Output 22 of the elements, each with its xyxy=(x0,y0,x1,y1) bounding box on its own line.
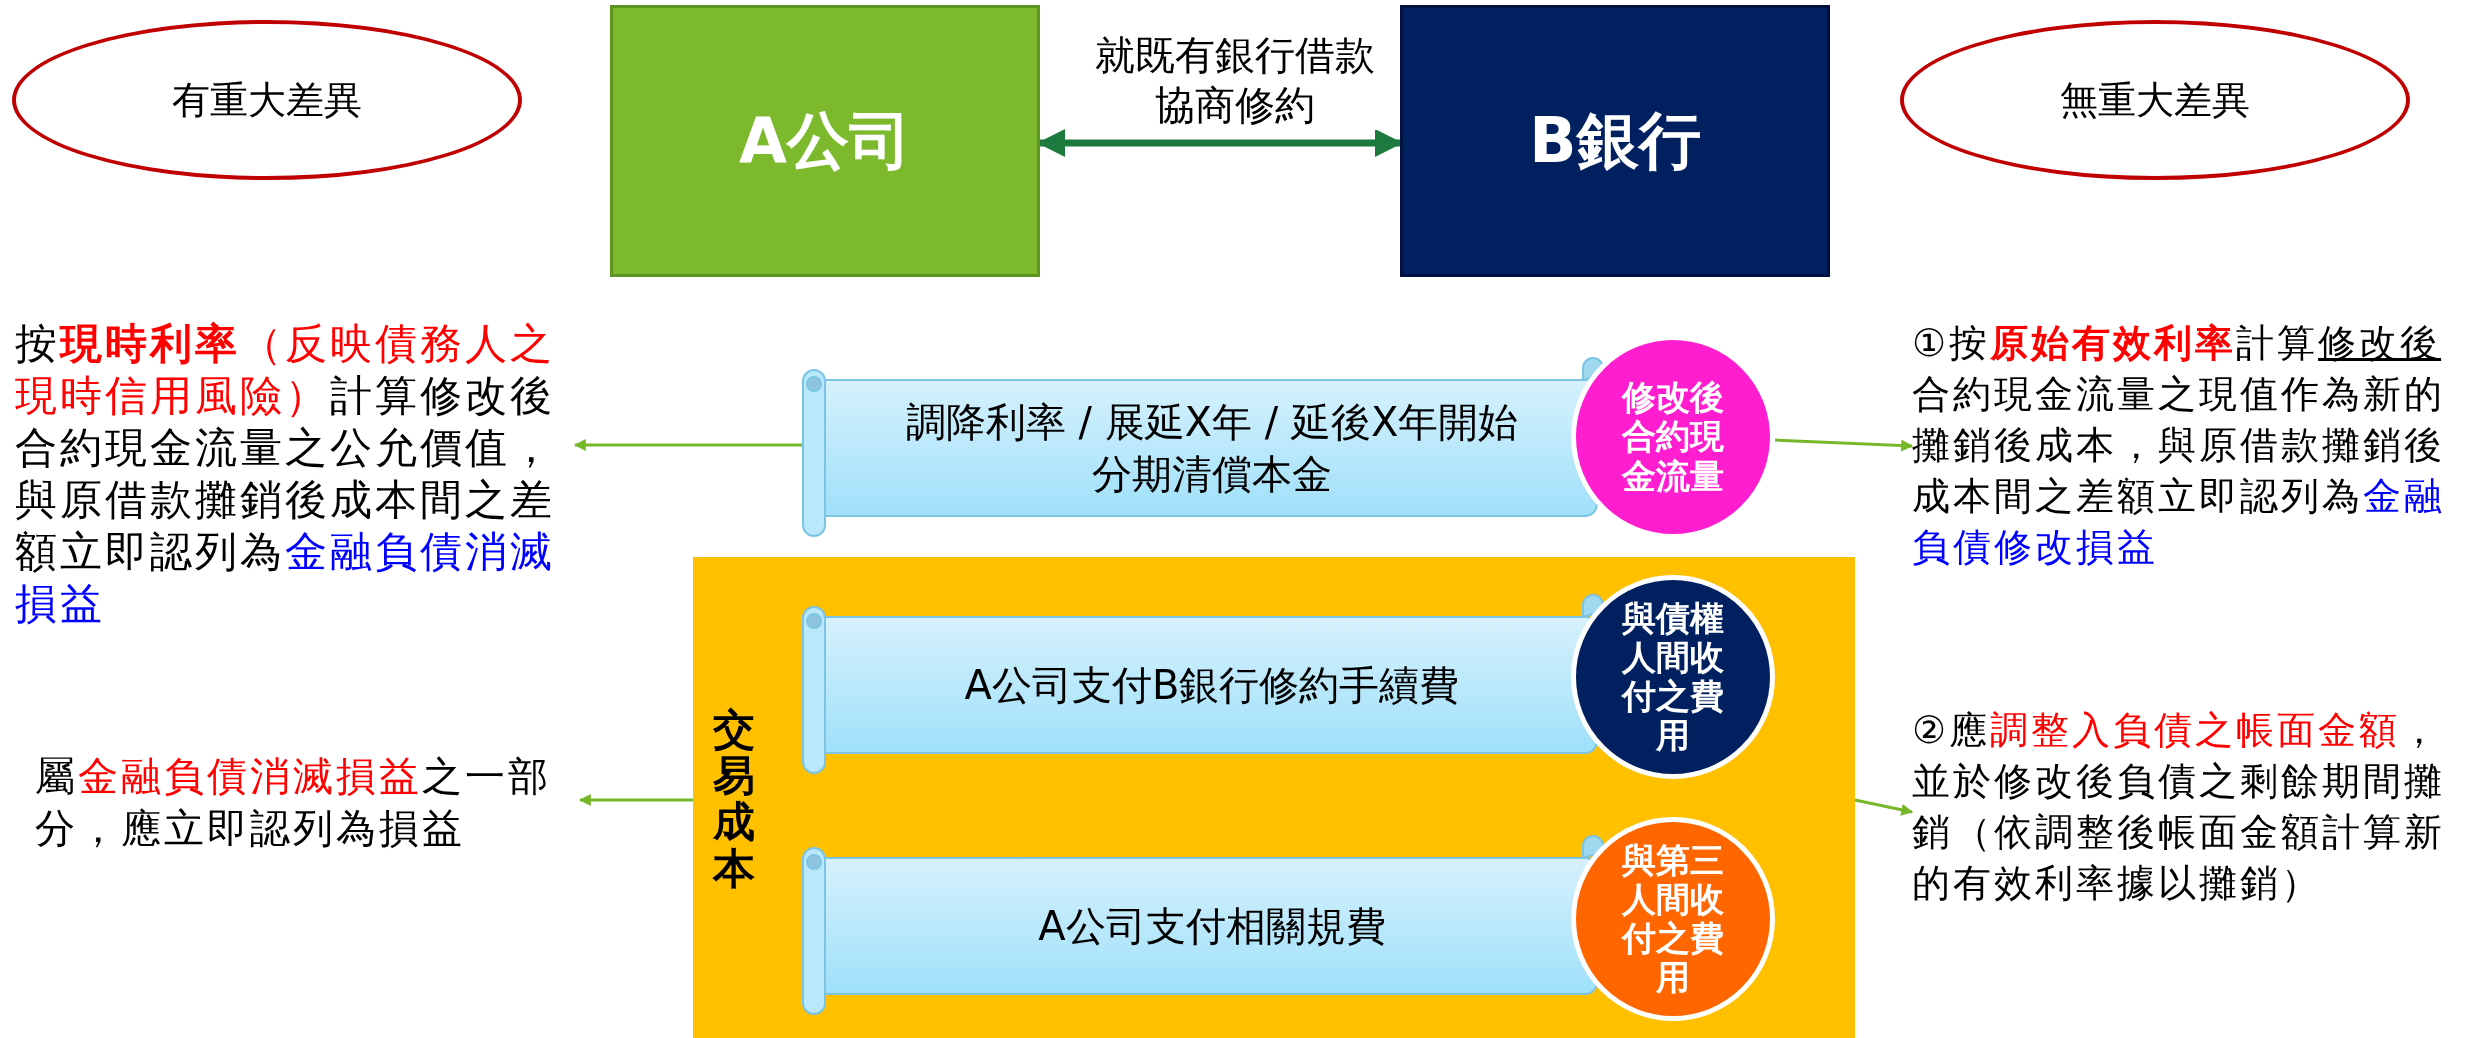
arrow xyxy=(578,794,693,806)
explanation-text: ①按原始有效利率計算修改後合約現金流量之現值作為新的攤銷後成本，與原借款攤銷後成本間之差額立即認列為金融負債修改損益 xyxy=(1912,320,2446,571)
scroll-text: 調降利率 / 展延X年 / 延後X年開始分期清償本金 xyxy=(904,398,1520,499)
transaction-cost-panel xyxy=(693,557,1855,1038)
arrow xyxy=(1774,438,1914,452)
panel-heading: 交易成本 xyxy=(713,707,755,892)
arrow xyxy=(573,439,803,451)
party-label: A公司 xyxy=(739,103,911,179)
scroll-text: A公司支付相關規費 xyxy=(1037,902,1387,951)
party-box xyxy=(1400,5,1830,277)
scroll-text: A公司支付B銀行修約手續費 xyxy=(963,661,1461,710)
ellipse-label: 有重大差異 xyxy=(172,76,362,124)
circle-label: 修改後合約現金流量 xyxy=(1620,378,1725,496)
explanation-text: 按現時利率（反映債務人之現時信用風險）計算修改後合約現金流量之公允價值，與原借款攤銷後成本間之差額立即認列為金融負債消滅損益 xyxy=(15,318,556,630)
party-box xyxy=(610,5,1040,277)
ellipse-label: 無重大差異 xyxy=(2060,76,2250,124)
circle-label: 與債權人間收付之費用 xyxy=(1620,598,1725,756)
circle-label: 與第三人間收付之費用 xyxy=(1620,840,1725,998)
party-label: B銀行 xyxy=(1529,103,1701,179)
explanation-text: ②應調整入負債之帳面金額，並於修改後負債之剩餘期間攤銷（依調整後帳面金額計算新的有效利率據以攤銷） xyxy=(1912,707,2446,907)
arrow xyxy=(1854,798,1914,816)
explanation-text: 屬金融負債消滅損益之一部分，應立即認列為損益 xyxy=(35,752,552,853)
